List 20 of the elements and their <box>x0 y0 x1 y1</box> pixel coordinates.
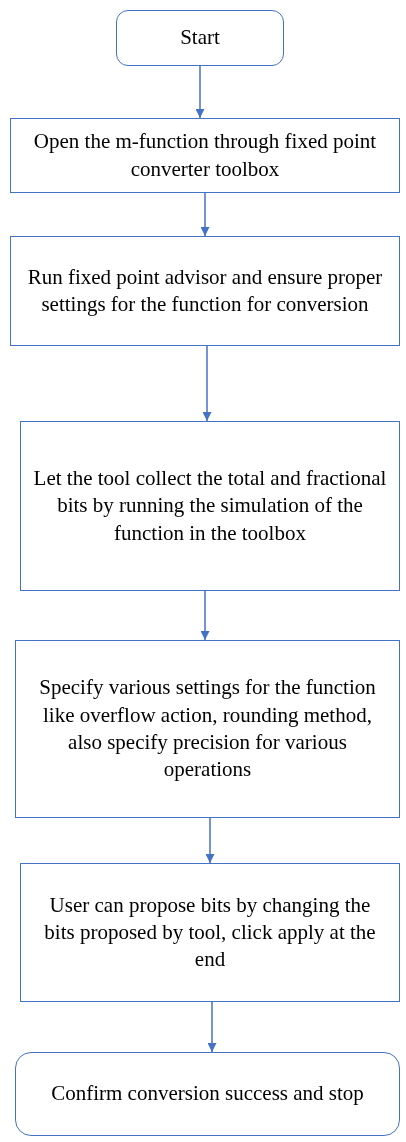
process-box <box>10 118 400 193</box>
step-text: Confirm conversion success and stop <box>51 1080 364 1108</box>
arrow <box>200 192 210 237</box>
process-box <box>20 863 400 1002</box>
step-text: Start <box>180 24 220 52</box>
step-text: Run fixed point advisor and ensure proper settings for the function for conversion <box>26 263 384 318</box>
step-text: Specify various settings for the function like overflow action, rounding method, also specify precision for various operations <box>38 674 377 784</box>
step-text: Let the tool collect the total and fractional bits by running the simulation of the function in the toolbox <box>33 465 387 547</box>
process-box <box>10 236 400 346</box>
arrow <box>205 817 215 864</box>
step-text: Open the m-function through fixed point converter toolbox <box>32 128 378 183</box>
arrow <box>202 345 212 422</box>
terminal-box <box>116 10 284 66</box>
terminal-box <box>15 1052 400 1136</box>
arrow <box>207 1001 217 1053</box>
step-text: User can propose bits by changing the bits proposed by tool, click apply at the end <box>43 891 377 974</box>
arrow <box>200 590 210 641</box>
arrow <box>195 65 205 119</box>
process-box <box>20 421 400 591</box>
process-box <box>15 640 400 818</box>
